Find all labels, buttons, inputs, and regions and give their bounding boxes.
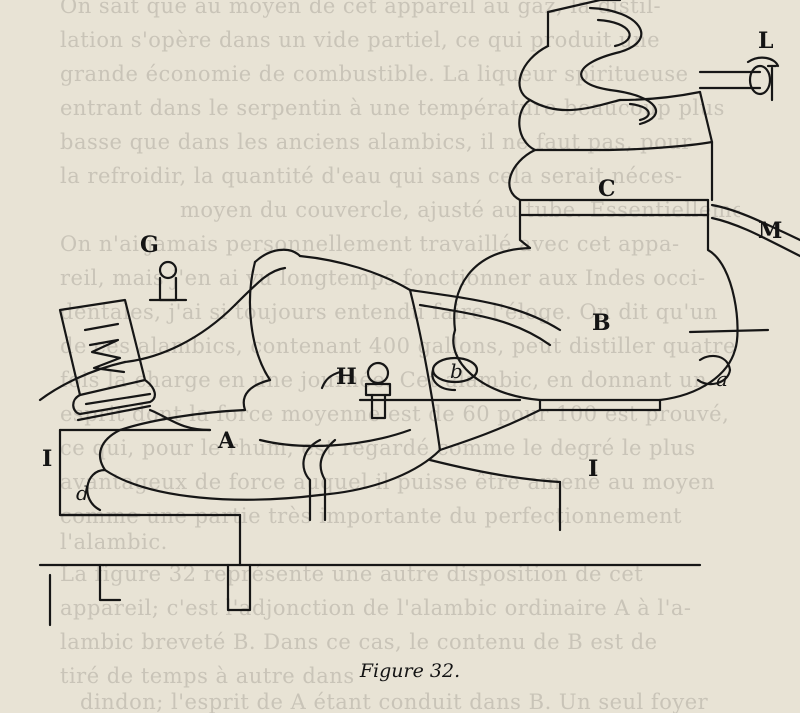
left-head: [38, 266, 287, 432]
label-c: C: [598, 176, 616, 202]
bleed-line: grande économie de combustible. La lique…: [60, 62, 689, 86]
bleed-line: moyen du couvercle, ajusté au tube. Esse…: [180, 198, 740, 222]
bleed-line: tiré de temps à autre dans celui de A co…: [60, 664, 360, 688]
boiler-a: [98, 248, 542, 501]
bleed-line: la refroidir, la quantité d'eau qui sans…: [60, 164, 683, 188]
pipe-m: [710, 203, 800, 258]
bleed-line: On n'ai jamais personnellement travaillé…: [60, 232, 680, 256]
tap-g: [148, 260, 188, 302]
label-b-small: b: [450, 359, 463, 383]
bleed-line: dentales, j'ai si toujours entendu faire…: [60, 300, 718, 324]
lower-connector: [302, 438, 337, 522]
bleed-line: appareil; c'est l'adjonction de l'alambi…: [60, 596, 692, 620]
label-i-left: I: [42, 446, 52, 472]
label-i-right: I: [588, 456, 598, 482]
pipe-a-right: [688, 328, 770, 386]
bleed-line: On sait que au moyen de cet appareil au …: [60, 0, 662, 18]
bleed-line: dindon; l'esprit de A étant conduit dans…: [80, 690, 709, 713]
bleed-line: l'alambic.: [60, 530, 168, 554]
label-d-small: d: [76, 481, 89, 505]
bleed-line: lambic breveté B. Dans ce cas, le conten…: [60, 630, 658, 654]
bleed-line: esprit dont la force moyenne est de 60 p…: [60, 402, 730, 426]
label-g: G: [140, 232, 159, 258]
label-a: A: [217, 428, 236, 454]
furnace: [38, 398, 702, 627]
bleed-line: entrant dans le serpentin à une températ…: [60, 96, 725, 120]
tap-l: [698, 56, 780, 102]
figure-caption: Figure 32.: [359, 660, 461, 682]
column-b: [452, 0, 739, 412]
bleed-line: lation s'opère dans un vide partiel, ce …: [60, 28, 661, 52]
label-a-small: a: [716, 367, 728, 391]
label-h: H: [336, 364, 357, 390]
label-m: M: [758, 218, 782, 244]
swan-neck: [408, 288, 562, 392]
coil: [580, 6, 658, 126]
bleed-line: fois la charge en une journée. Cet alamb…: [60, 368, 708, 392]
bleed-line: de ces alambics, contenant 400 gallons, …: [60, 334, 736, 358]
label-b: B: [592, 310, 611, 336]
label-l: L: [758, 28, 773, 54]
tap-h: [320, 361, 392, 420]
